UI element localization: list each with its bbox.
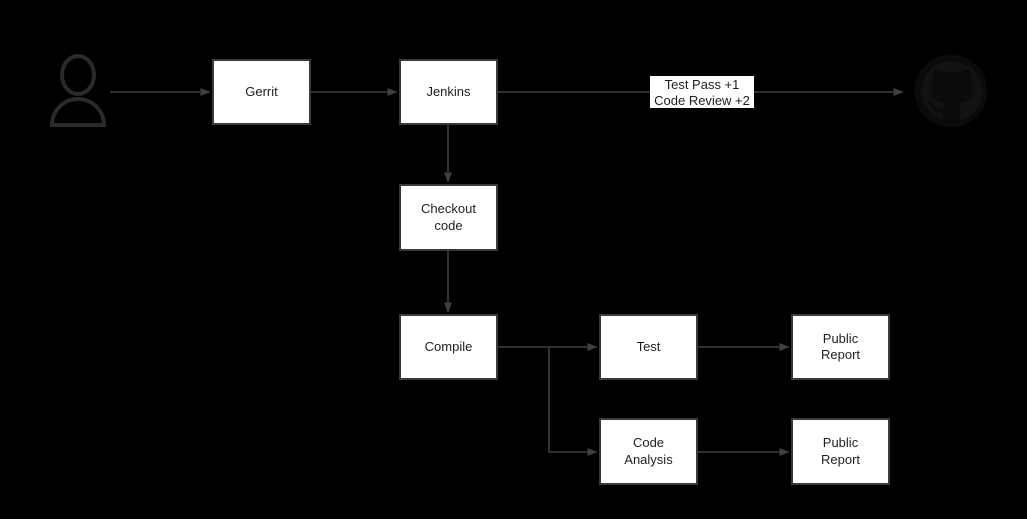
edge-compile-to-code-analysis xyxy=(548,347,598,456)
node-public-report-analysis[interactable]: Public Report xyxy=(791,418,890,485)
user-actor-icon xyxy=(50,54,106,127)
node-test[interactable]: Test xyxy=(599,314,698,380)
node-jenkins[interactable]: Jenkins xyxy=(399,59,498,125)
node-checkout-code[interactable]: Checkout code xyxy=(399,184,498,251)
node-compile[interactable]: Compile xyxy=(399,314,498,380)
github-octocat-icon xyxy=(914,54,988,128)
edge-label-review-scores: Test Pass +1 Code Review +2 xyxy=(650,76,754,108)
node-gerrit[interactable]: Gerrit xyxy=(212,59,311,125)
node-code-analysis[interactable]: Code Analysis xyxy=(599,418,698,485)
node-public-report-test[interactable]: Public Report xyxy=(791,314,890,380)
